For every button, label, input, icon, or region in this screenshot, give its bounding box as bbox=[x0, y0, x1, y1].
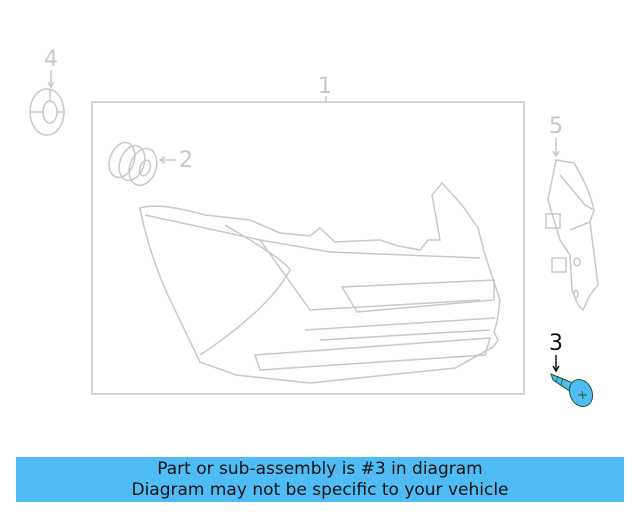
bracket-icon bbox=[545, 138, 599, 312]
banner-line-part: Part or sub-assembly is #3 in diagram bbox=[157, 459, 483, 479]
diagram-drawing bbox=[29, 70, 599, 408]
assembly-box bbox=[91, 101, 525, 395]
screw-icon bbox=[550, 355, 594, 408]
callout-5[interactable]: 5 bbox=[549, 114, 563, 139]
seal-icon bbox=[29, 70, 65, 136]
tail-lamp-icon bbox=[139, 181, 501, 384]
callout-1[interactable]: 1 bbox=[318, 74, 332, 99]
parts-diagram: 1 2 3 4 5 bbox=[29, 47, 599, 408]
callout-2[interactable]: 2 bbox=[179, 148, 193, 173]
info-banner: Part or sub-assembly is #3 in diagram Di… bbox=[16, 457, 624, 502]
banner-line-disclaimer: Diagram may not be specific to your vehi… bbox=[131, 480, 509, 500]
callout-4[interactable]: 4 bbox=[44, 47, 58, 72]
grommet-icon bbox=[108, 141, 176, 187]
callout-3[interactable]: 3 bbox=[549, 331, 563, 356]
